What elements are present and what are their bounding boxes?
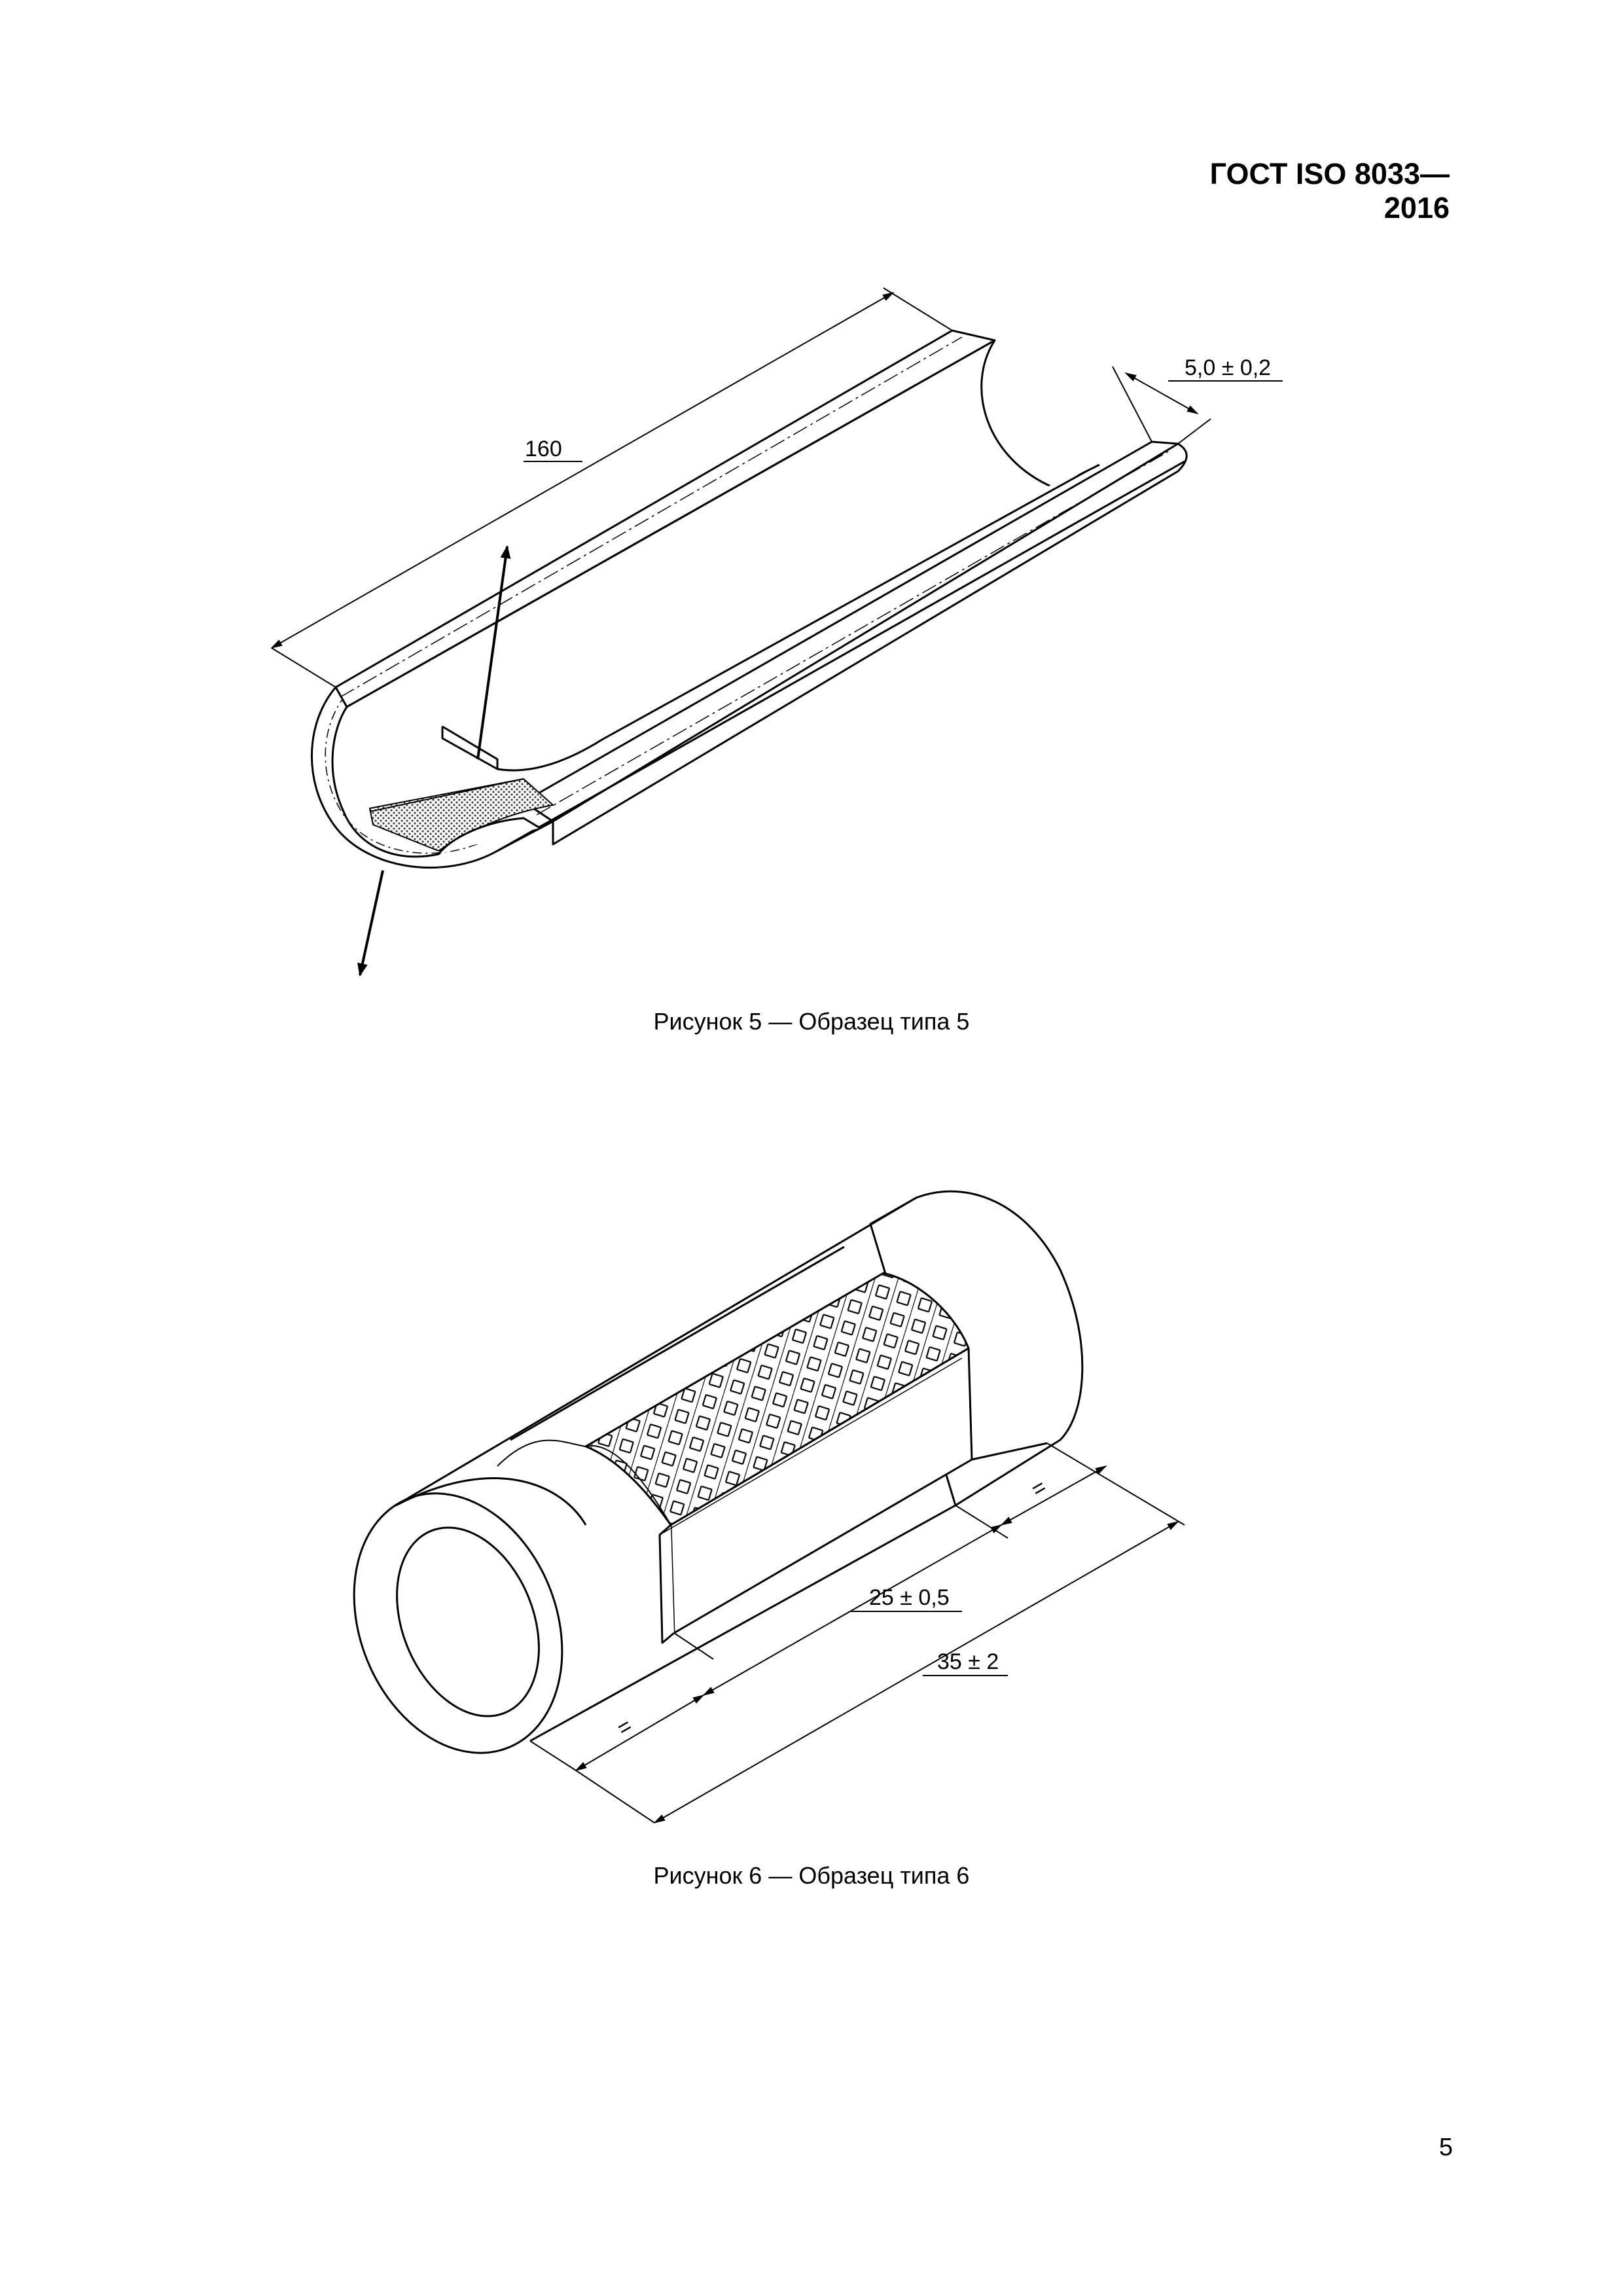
fig6-dim-outer: 35 ± 2 [937,1649,999,1674]
fig5-tab [441,470,1087,772]
figure5-caption: Рисунок 5 — Образец типа 5 [653,1008,970,1035]
document-code-header: ГОСТ ISO 8033—2016 [1209,157,1450,224]
fig5-right-edge [552,442,1188,846]
fig5-dim-length: 160 [525,437,562,461]
page-number: 5 [1438,2134,1453,2161]
figure6-drawing [353,1190,1185,1823]
fig5-shaded-band [369,778,554,852]
fig6-far-cap [869,1190,1084,1507]
fig5-dim-width: 5,0 ± 0,2 [1185,355,1271,380]
figure6-caption: Рисунок 6 — Образец типа 6 [653,1862,970,1889]
fig6-equal-mark-right: = [1027,1475,1050,1503]
figure5-drawing [270,287,1283,977]
fig5-inner-far-arc [980,340,1100,489]
fig6-dim-inner: 25 ± 0,5 [869,1585,950,1610]
fig6-near-ring-inner [396,1526,540,1717]
